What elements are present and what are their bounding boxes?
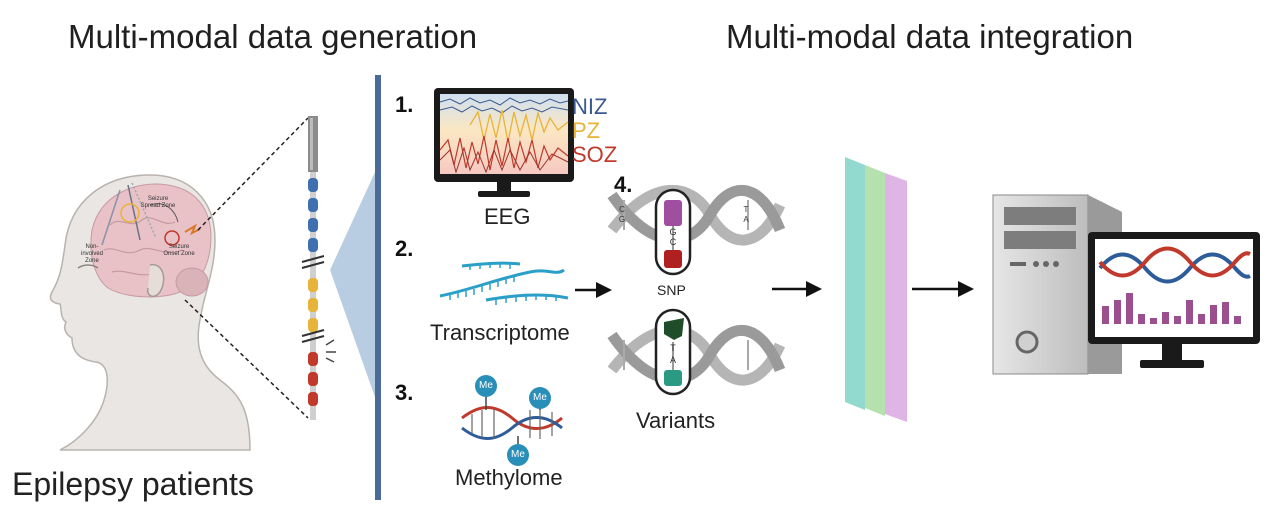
step-3: 3.: [395, 380, 414, 405]
top-base-1: G: [669, 227, 677, 237]
noninvolved-zone-label: Non-involved Zone: [80, 244, 103, 264]
bottom-base-1: T: [670, 343, 676, 353]
arrow-to-layers: [772, 281, 822, 297]
patients-label: Epilepsy patients: [12, 466, 254, 502]
step-1: 1.: [395, 92, 414, 117]
spread-zone-label: Seizure Spread Zone: [140, 196, 176, 209]
step-2: 2.: [395, 236, 414, 261]
eeg-zone-pz: PZ: [572, 118, 601, 143]
variants-label: Variants: [636, 408, 716, 433]
integration-title: Multi-modal data integration: [726, 18, 1134, 55]
computer-icon: [992, 194, 1260, 375]
step-4: 4.: [614, 172, 633, 197]
generation-title: Multi-modal data generation: [68, 18, 478, 55]
flank-left-1: C: [619, 205, 625, 214]
methyl-mark-3: Me: [511, 449, 525, 460]
depth-electrode: [301, 116, 336, 420]
transcriptome-label: Transcriptome: [430, 320, 570, 345]
top-base-2: C: [669, 237, 677, 247]
flank-left-2: G: [618, 215, 626, 224]
flank-right-1: T: [743, 205, 749, 214]
flank-right-2: A: [743, 215, 749, 224]
eeg-zone-niz: NIZ: [572, 94, 608, 119]
variant-dna-bottom: [607, 308, 786, 396]
methylome-icon: [461, 375, 563, 466]
callout-line-top: [197, 117, 309, 231]
arrow-to-computer: [912, 281, 974, 297]
patient-head: [49, 174, 251, 451]
methyl-mark-2: Me: [533, 392, 547, 403]
snp-label: SNP: [657, 282, 686, 298]
callout-line-bottom: [184, 299, 309, 419]
eeg-monitor: [434, 88, 574, 197]
arrow-to-variants: [575, 282, 612, 298]
eeg-label: EEG: [484, 204, 531, 229]
eeg-zone-soz: SOZ: [572, 142, 618, 167]
transcriptome-icon: [439, 261, 569, 305]
zoom-triangle: [330, 170, 376, 400]
methyl-mark-1: Me: [479, 380, 493, 391]
variant-dna-top: [607, 185, 786, 276]
bottom-base-2: A: [669, 355, 676, 365]
integration-layers: [845, 157, 907, 422]
methylome-label: Methylome: [455, 465, 563, 490]
onset-zone-label: Seizure Onset Zone: [163, 244, 195, 257]
